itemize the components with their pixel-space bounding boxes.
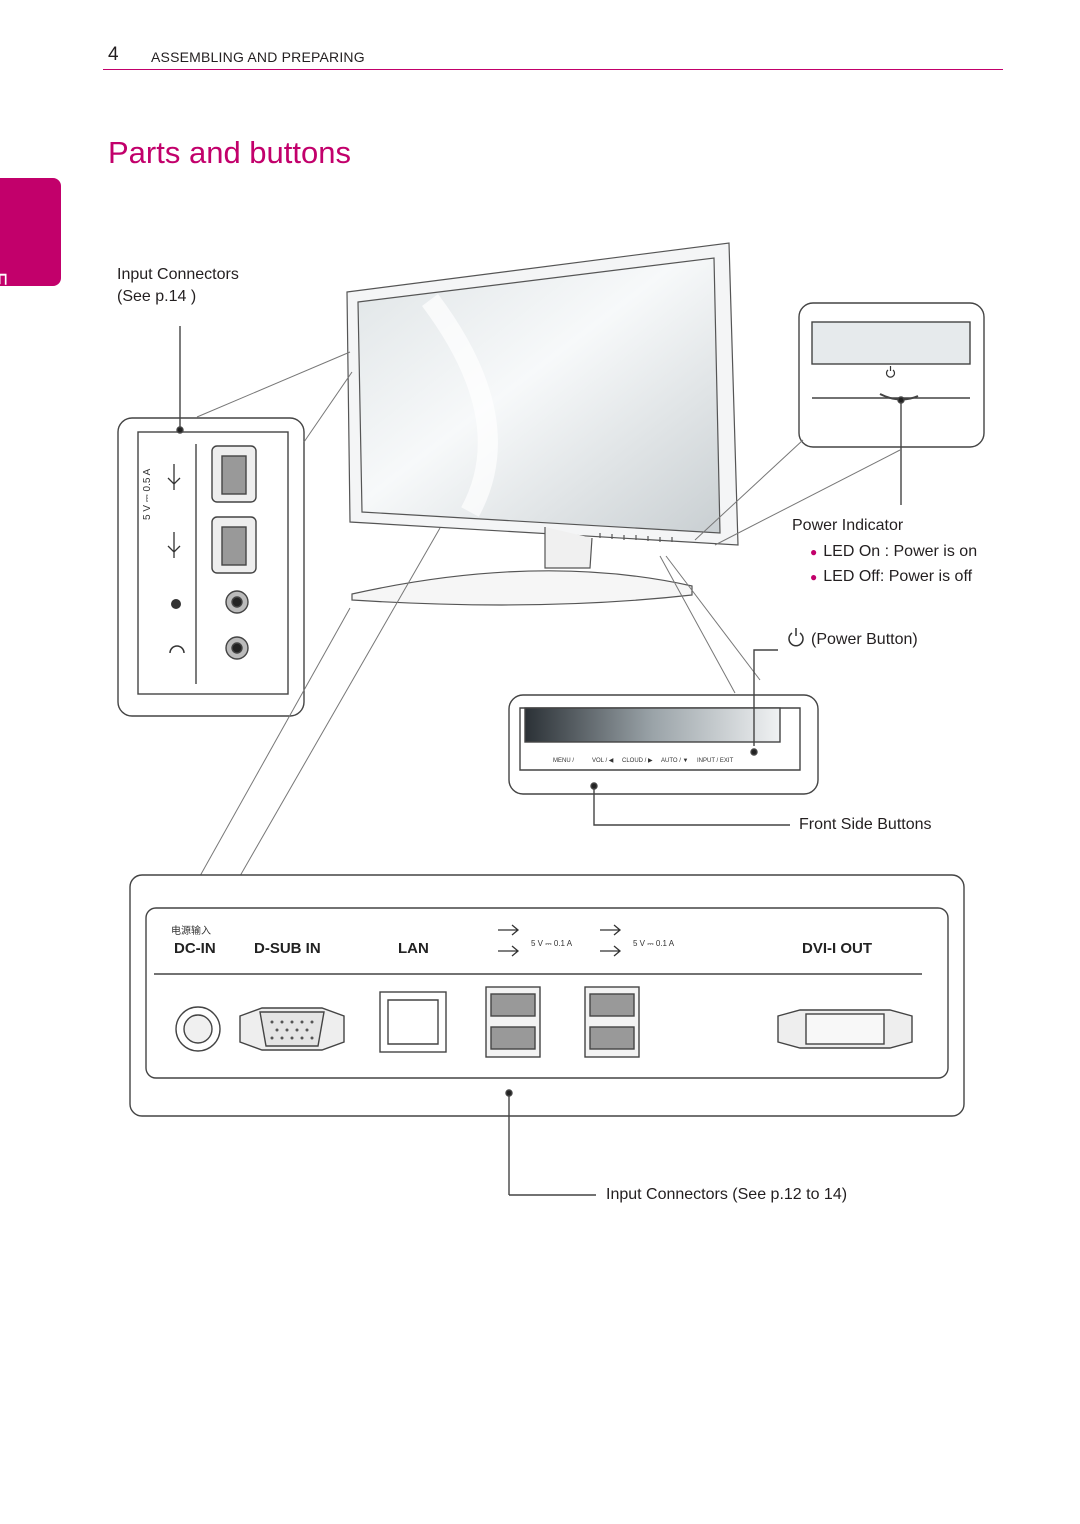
svg-text:INPUT / EXIT: INPUT / EXIT <box>697 758 734 764</box>
section-title: ASSEMBLING AND PREPARING <box>151 49 365 65</box>
page-number: 4 <box>108 44 119 65</box>
led-on-item: ●LED On : Power is on <box>810 543 978 560</box>
svg-text:CLOUD / ▶: CLOUD / ▶ <box>622 758 653 764</box>
language-tab: English <box>0 178 61 341</box>
power-icon <box>885 366 896 378</box>
svg-text:AUTO / ▼: AUTO / ▼ <box>661 758 689 764</box>
header-rule <box>103 69 1003 70</box>
led-on-text: LED On : Power is on <box>823 543 978 560</box>
front-button-panel <box>508 555 819 826</box>
svg-text:MENU /: MENU / <box>553 758 574 764</box>
dvi-label: DVI-I OUT <box>802 940 872 957</box>
input-connectors-side-ref: (See p.14 ) <box>117 288 197 305</box>
microphone-icon <box>171 599 181 609</box>
rear-connector-panel <box>129 527 965 1196</box>
usb-rating-2: 5 V ⎓ 0.1 A <box>633 939 675 948</box>
usb-rating-1: 5 V ⎓ 0.1 A <box>531 939 573 948</box>
dsub-pins <box>270 1020 314 1040</box>
usb-icon <box>167 464 181 558</box>
monitor-drawing <box>346 242 739 606</box>
side-rating: 5 V ⎓ 0.5 A <box>142 468 153 520</box>
input-connectors-rear-label: Input Connectors (See p.12 to 14) <box>606 1186 848 1203</box>
page-title: Parts and buttons <box>108 135 351 170</box>
lan-label: LAN <box>398 940 429 957</box>
led-off-text: LED Off: Power is off <box>823 568 973 585</box>
power-indicator-panel <box>694 302 985 546</box>
dc-in-cn-label: 电源输入 <box>171 924 211 937</box>
input-connectors-side-label: Input Connectors <box>117 266 239 283</box>
front-side-buttons-label: Front Side Buttons <box>799 816 932 833</box>
headphone-icon <box>169 645 185 654</box>
led-off-item: ●LED Off: Power is off <box>810 568 973 585</box>
side-connector-panel <box>117 326 353 717</box>
power-button-label: (Power Button) <box>811 631 918 648</box>
power-indicator-label: Power Indicator <box>792 517 904 534</box>
power-button-icon <box>788 628 804 647</box>
front-button-labels: MENU / VOL / ◀ CLOUD / ▶ AUTO / ▼ INPUT … <box>553 758 734 764</box>
dc-in-label: DC-IN <box>174 940 216 957</box>
dsub-label: D-SUB IN <box>254 940 321 957</box>
rear-usb-icons <box>498 924 622 957</box>
svg-text:VOL / ◀: VOL / ◀ <box>592 758 614 764</box>
